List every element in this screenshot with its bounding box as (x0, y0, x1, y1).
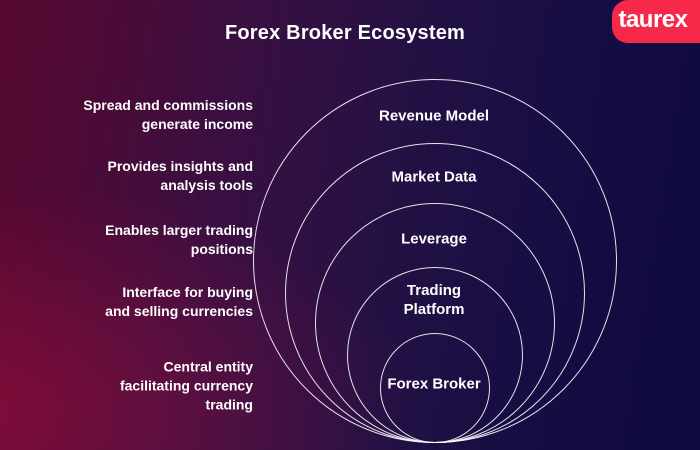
ring-label-market-data: Market Data (391, 168, 477, 186)
taurex-logo-badge: taurex (612, 0, 700, 43)
ring-label-leverage: Leverage (401, 230, 467, 248)
taurex-logo-text: taurex (618, 6, 688, 33)
description-forex-broker: Central entity facilitating currency tra… (119, 358, 253, 413)
ring-label-revenue-model: Revenue Model (378, 107, 490, 125)
ring-label-forex-broker: Forex Broker (387, 375, 481, 393)
ring-label-trading-platform: Trading Platform (403, 282, 465, 318)
description-market-data: Provides insights and analysis tools (107, 158, 253, 193)
description-trading-platform: Interface for buying and selling currenc… (105, 284, 253, 319)
page-title: Forex Broker Ecosystem (224, 22, 466, 44)
description-leverage: Enables larger trading positions (105, 222, 253, 257)
ring-forex-broker (380, 333, 490, 443)
description-revenue-model: Spread and commissions generate income (83, 97, 253, 132)
